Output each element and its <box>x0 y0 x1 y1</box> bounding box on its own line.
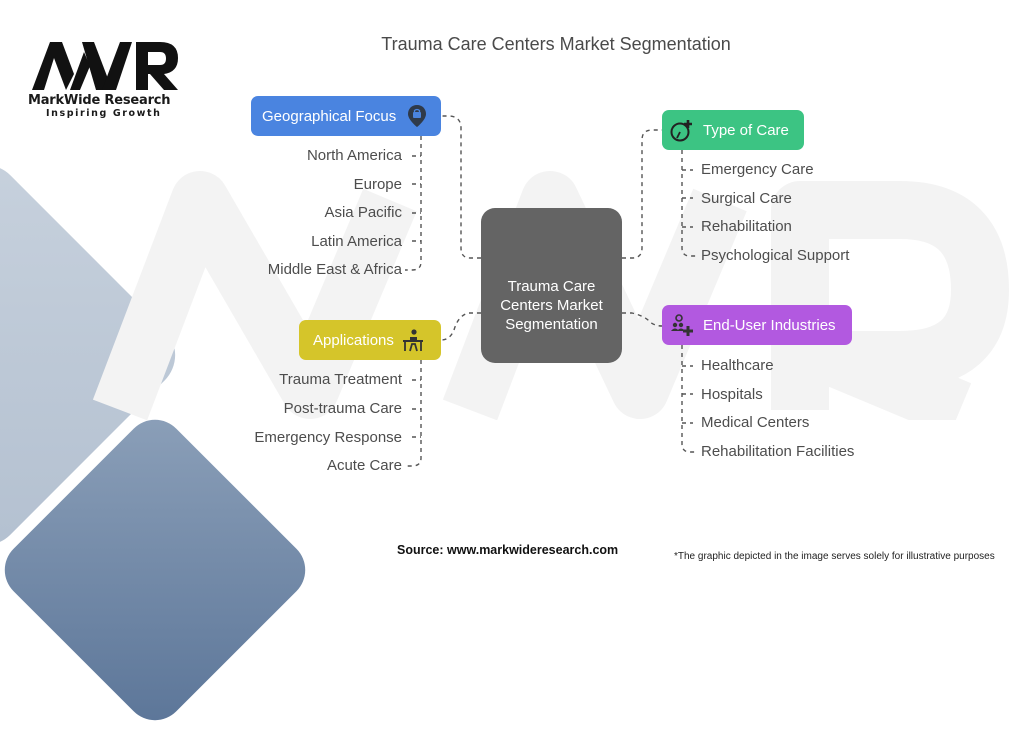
source-citation: Source: www.markwideresearch.com <box>397 543 619 557</box>
connector-type-of-care-branch <box>681 150 697 257</box>
list-item: North America <box>306 147 402 164</box>
list-item: Trauma Treatment <box>279 371 402 388</box>
category-label: Geographical Focus <box>262 107 397 125</box>
diagram-title: Trauma Care Centers Market Segmentation <box>381 34 731 54</box>
list-item: Psychological Support <box>701 247 850 264</box>
list-item: Rehabilitation <box>701 218 792 235</box>
connector-center-applications <box>440 312 481 341</box>
logo-tagline: Inspiring Growth <box>46 108 162 119</box>
list-item: Post-trauma Care <box>283 400 402 417</box>
list-item: Emergency Response <box>254 429 402 446</box>
category-end-user-industries[interactable]: End-User Industries <box>662 305 852 345</box>
category-label: Applications <box>313 331 394 349</box>
connector-end-user-branch <box>681 345 697 453</box>
connector-center-geographical <box>441 115 481 259</box>
timer-plus-icon <box>669 117 695 143</box>
list-item: Latin America <box>311 233 402 250</box>
person-at-desk-icon <box>400 327 426 353</box>
disclaimer-note: *The graphic depicted in the image serve… <box>674 551 995 562</box>
list-item: Healthcare <box>701 357 774 374</box>
connector-center-type-of-care <box>622 129 662 259</box>
connector-geographical-branch <box>405 136 422 271</box>
list-item: Acute Care <box>326 457 402 474</box>
logo-company-name: MarkWide Research <box>28 93 171 108</box>
category-type-of-care[interactable]: Type of Care <box>662 110 804 150</box>
category-applications[interactable]: Applications <box>299 320 441 360</box>
category-label: Type of Care <box>703 121 789 139</box>
mwr-logo-icon <box>32 42 178 90</box>
markwide-logo: MarkWide Research Inspiring Growth <box>28 40 188 119</box>
list-item: Surgical Care <box>701 190 792 207</box>
list-item: Europe <box>353 176 402 193</box>
list-item: Asia Pacific <box>324 204 402 221</box>
location-pin-icon <box>404 103 430 129</box>
list-item: Middle East & Africa <box>267 261 402 278</box>
list-item: Rehabilitation Facilities <box>701 443 855 460</box>
list-item: Emergency Care <box>701 161 814 178</box>
category-label: End-User Industries <box>703 316 836 334</box>
center-node-label: Trauma Care Centers Market Segmentation <box>500 278 603 333</box>
category-geographical-focus[interactable]: Geographical Focus <box>251 96 441 136</box>
add-users-icon <box>669 312 695 338</box>
connector-applications-branch <box>405 360 422 467</box>
list-item: Hospitals <box>701 386 763 403</box>
list-item: Medical Centers <box>701 414 810 431</box>
center-node[interactable]: Trauma Care Centers Market Segmentation <box>481 208 622 363</box>
connector-center-end-user <box>622 312 663 327</box>
